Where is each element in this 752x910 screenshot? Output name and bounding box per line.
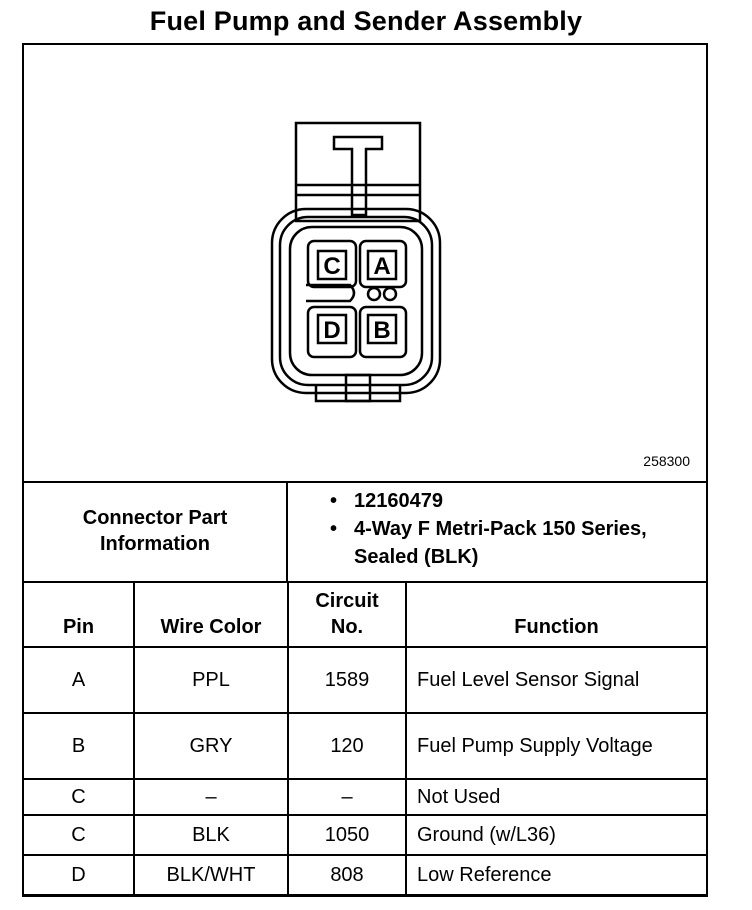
connector-outer-shell <box>270 207 442 395</box>
header-function: Function <box>405 581 706 648</box>
connector-info-row: Connector Part Information • 12160479 • … <box>24 481 706 583</box>
cell-function: Fuel Pump Supply Voltage <box>405 712 706 780</box>
pinout-table: Pin Wire Color Circuit No. Function A PP… <box>24 581 706 896</box>
connector-diagram-area: C A D B 258300 <box>24 45 706 483</box>
header-pin: Pin <box>24 581 135 648</box>
pin-label-a: A <box>373 253 390 280</box>
table-row: D BLK/WHT 808 Low Reference <box>24 854 706 896</box>
cell-wire-color: GRY <box>133 712 289 780</box>
pin-label-c: C <box>323 253 340 280</box>
cell-circuit: 1589 <box>287 646 407 714</box>
connector-info-label: Connector Part Information <box>24 481 288 581</box>
lock-tab-t <box>332 135 384 217</box>
cell-function: Low Reference <box>405 854 706 896</box>
table-row: A PPL 1589 Fuel Level Sensor Signal <box>24 646 706 714</box>
header-wire-color: Wire Color <box>133 581 289 648</box>
connector-info-item: • 12160479 <box>288 487 706 515</box>
page-title: Fuel Pump and Sender Assembly <box>149 6 583 36</box>
table-row: C BLK 1050 Ground (w/L36) <box>24 814 706 856</box>
header-circuit-no: Circuit No. <box>287 581 407 648</box>
cell-pin: A <box>24 646 135 714</box>
connector-info-item: • 4-Way F Metri-Pack 150 Series, Sealed … <box>288 515 706 571</box>
cell-function: Not Used <box>405 778 706 816</box>
table-header-row: Pin Wire Color Circuit No. Function <box>24 581 706 648</box>
cell-circuit: 808 <box>287 854 407 896</box>
cell-function: Fuel Level Sensor Signal <box>405 646 706 714</box>
cell-circuit: 120 <box>287 712 407 780</box>
table-row: C – – Not Used <box>24 778 706 816</box>
cell-pin: C <box>24 778 135 816</box>
cell-pin: C <box>24 814 135 856</box>
table-row: B GRY 120 Fuel Pump Supply Voltage <box>24 712 706 780</box>
connector-face-drawing: C A D B <box>270 121 442 403</box>
pin-label-b: B <box>373 317 390 344</box>
cell-wire-color: BLK/WHT <box>133 854 289 896</box>
bullet-icon: • <box>330 518 338 540</box>
pin-label-d: D <box>323 317 340 344</box>
connector-info-list: • 12160479 • 4-Way F Metri-Pack 150 Seri… <box>288 487 706 571</box>
bullet-icon: • <box>330 490 338 512</box>
figure-number: 258300 <box>643 453 690 469</box>
cell-circuit: 1050 <box>287 814 407 856</box>
cell-wire-color: – <box>133 778 289 816</box>
cell-wire-color: BLK <box>133 814 289 856</box>
cell-pin: D <box>24 854 135 896</box>
connector-lock-housing <box>294 121 422 223</box>
cell-function: Ground (w/L36) <box>405 814 706 856</box>
cell-pin: B <box>24 712 135 780</box>
cell-circuit: – <box>287 778 407 816</box>
cell-wire-color: PPL <box>133 646 289 714</box>
connector-document-frame: C A D B 258300 Connector Part Informatio… <box>22 43 708 897</box>
